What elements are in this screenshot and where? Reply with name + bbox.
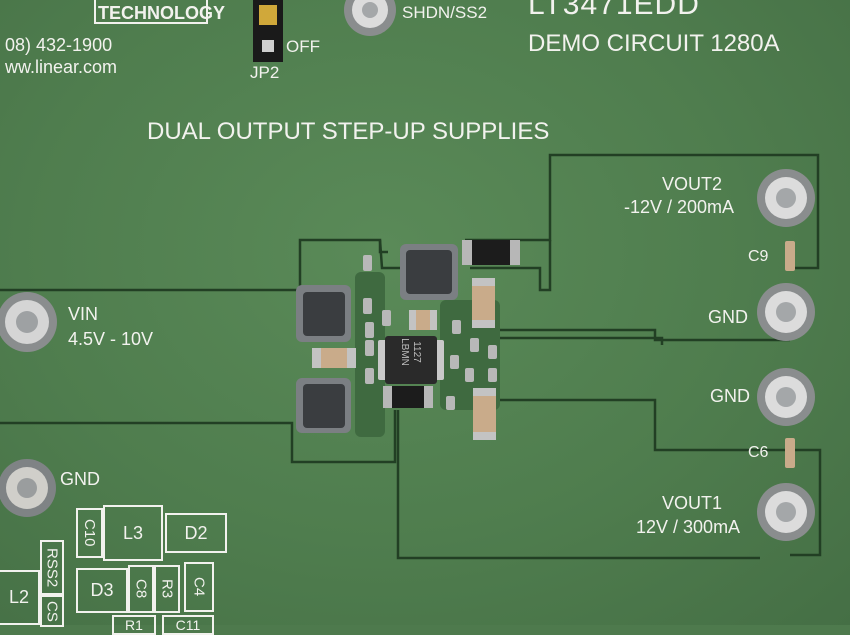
c9-label: C9 (748, 248, 769, 265)
refdes-d2: D2 (165, 513, 227, 553)
chip-marking-1: LBMN (398, 338, 410, 366)
chip-marking-2: 1127 (410, 341, 422, 363)
refdes-r1: R1 (112, 615, 156, 635)
vout1-label: VOUT1 (662, 493, 723, 513)
vout2-spec: -12V / 200mA (624, 197, 735, 217)
refdes-l3: L3 (103, 505, 163, 561)
vin-range: 4.5V - 10V (68, 329, 154, 349)
board-title: DUAL OUTPUT STEP-UP SUPPLIES (147, 118, 550, 145)
gnd2-label: GND (710, 386, 750, 406)
jumper-name: JP2 (250, 63, 280, 82)
vout2-label: VOUT2 (662, 174, 723, 194)
gnd-left-label: GND (60, 469, 100, 489)
refdes-d3: D3 (76, 568, 128, 613)
vin-label: VIN (68, 304, 99, 324)
jumper-off-label: OFF (286, 37, 320, 56)
refdes-l2: L2 (0, 570, 40, 625)
refdes-c4: C4 (184, 562, 214, 612)
website: ww.linear.com (5, 57, 118, 77)
part-number: LT3471EDD (528, 0, 700, 21)
refdes-c8: C8 (128, 565, 154, 613)
refdes-cs: CS (40, 595, 64, 627)
refdes-r3: R3 (154, 565, 180, 613)
phone-number: 08) 432-1900 (5, 35, 113, 55)
vout1-spec: 12V / 300mA (636, 517, 741, 537)
refdes-c11: C11 (162, 615, 214, 635)
gnd1-label: GND (708, 307, 748, 327)
shdn-label: SHDN/SS2 (402, 3, 488, 22)
refdes-c10: C10 (76, 508, 103, 558)
logo-subtitle: TECHNOLOGY (98, 3, 226, 23)
demo-circuit-label: DEMO CIRCUIT 1280A (528, 30, 780, 57)
refdes-rss2: RSS2 (40, 540, 64, 595)
c6-label: C6 (748, 444, 769, 461)
